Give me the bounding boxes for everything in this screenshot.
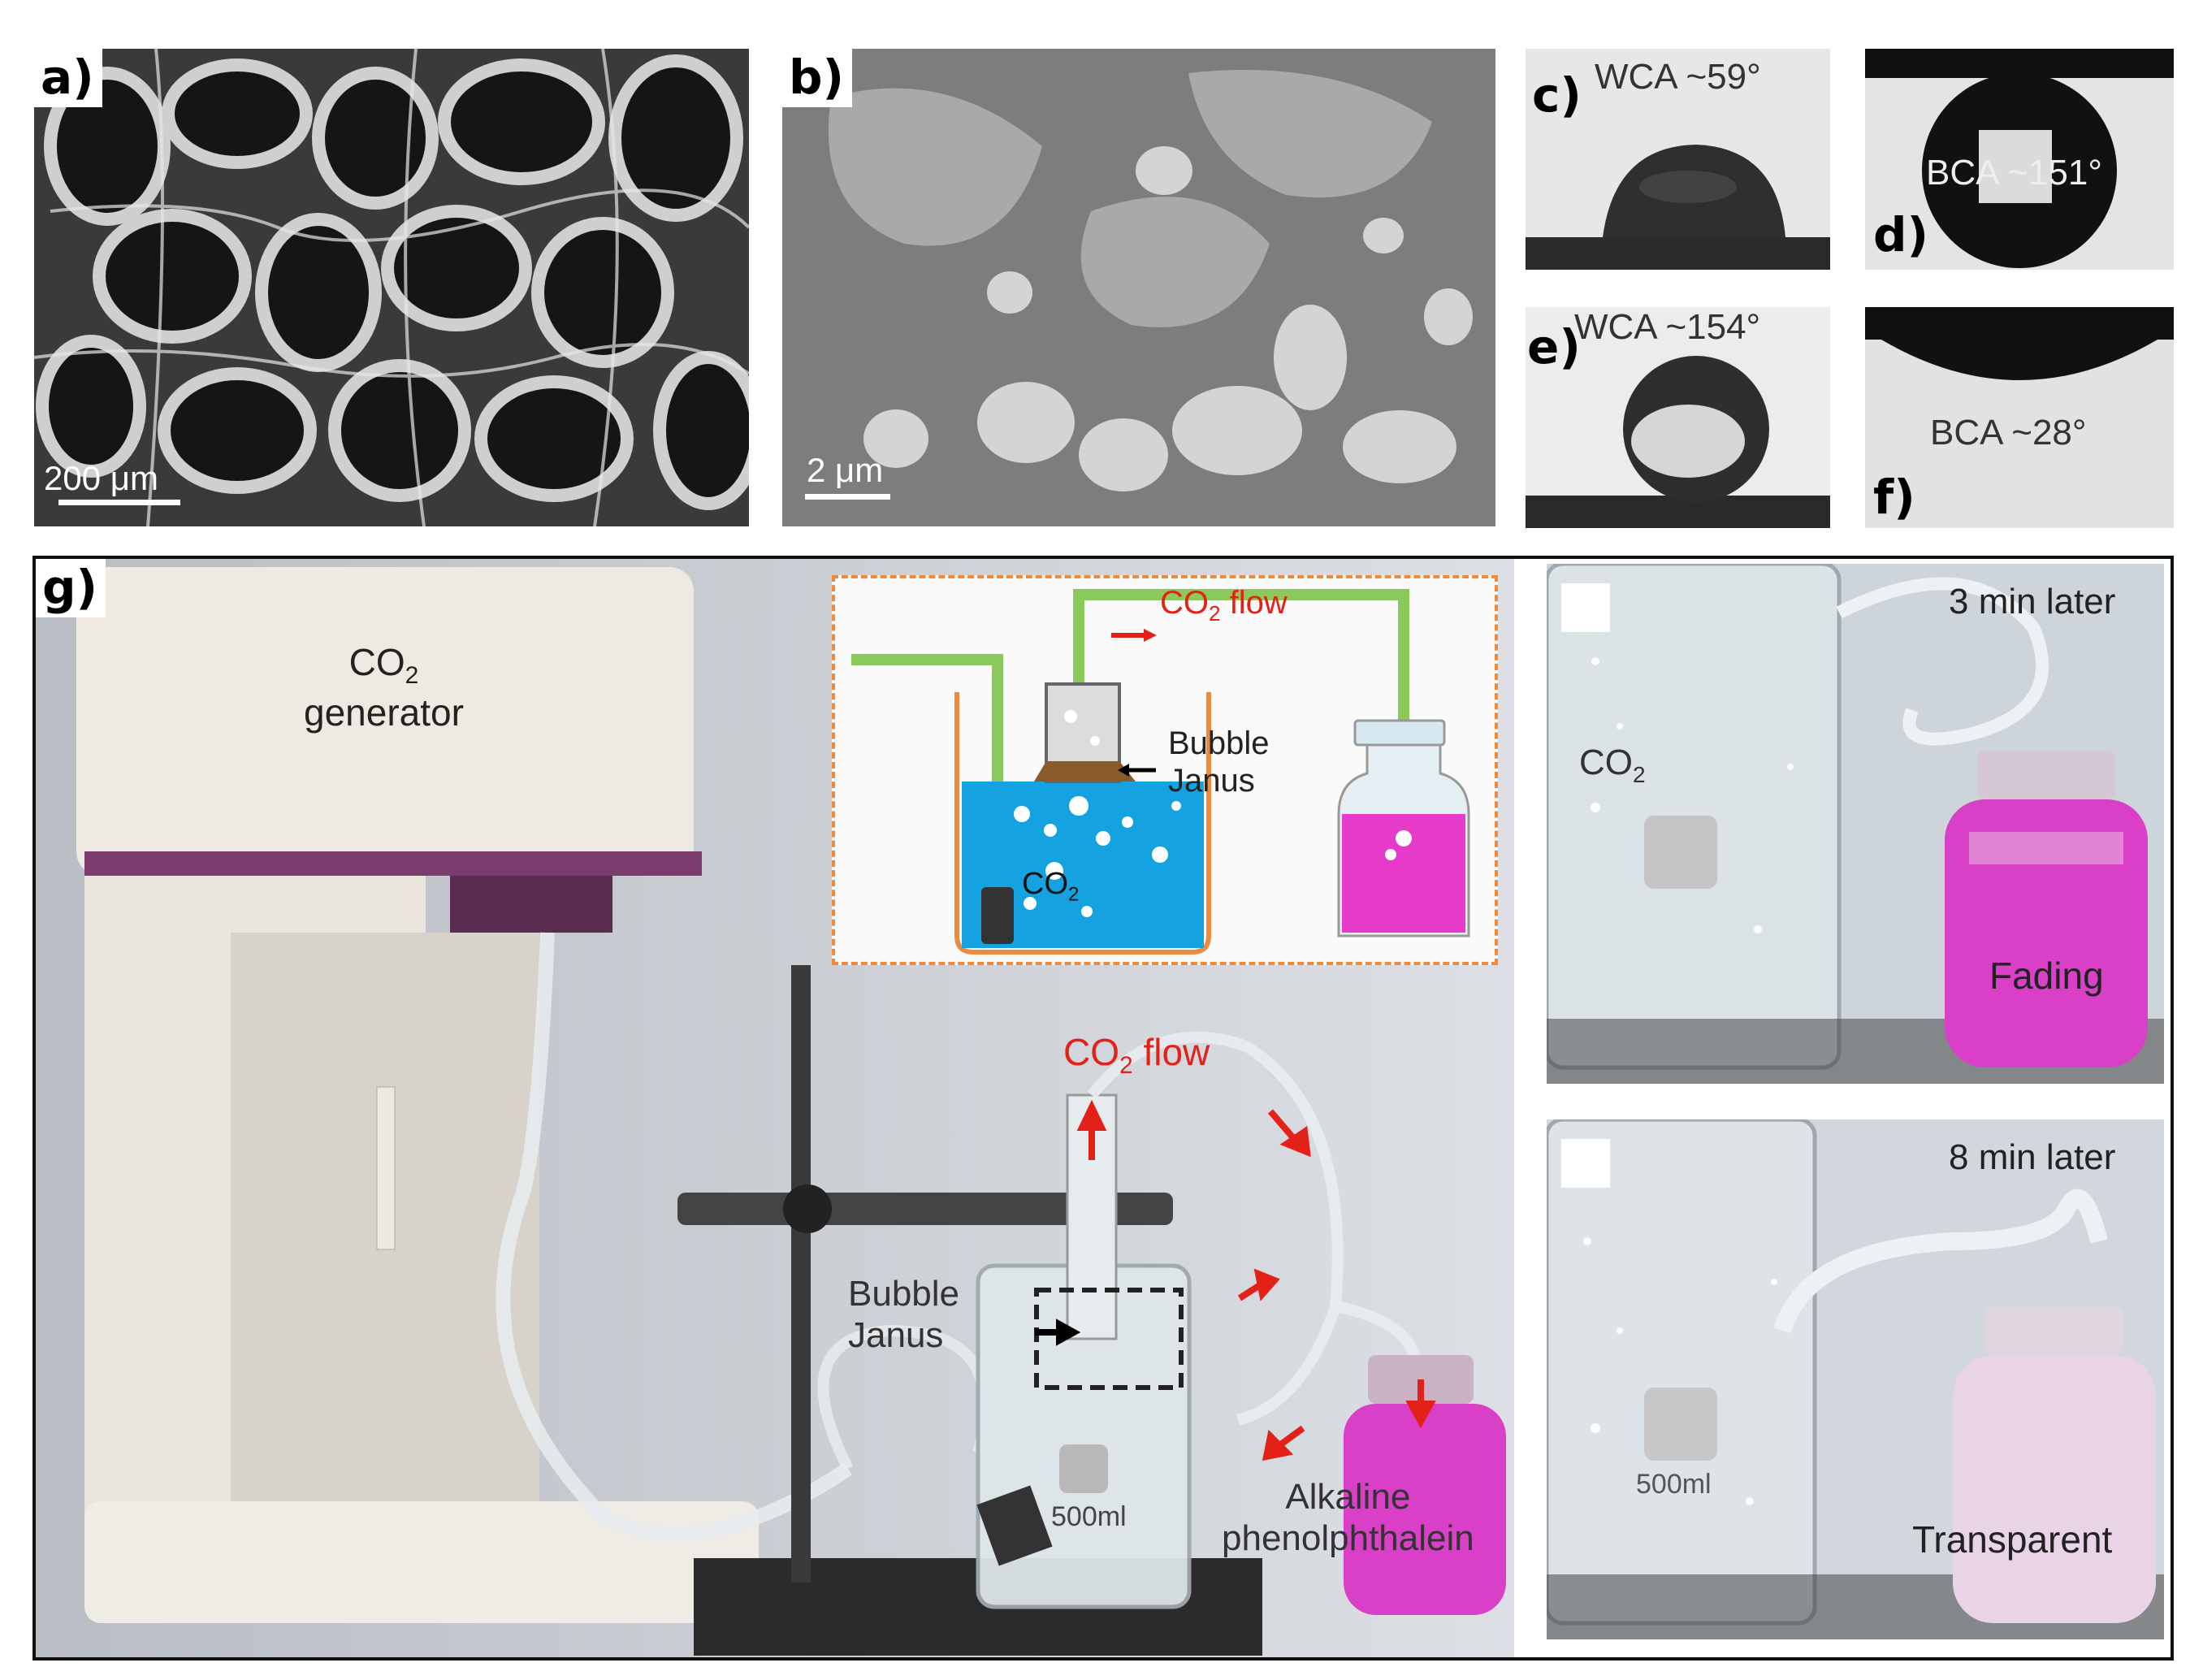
- panel-label-d: d): [1873, 207, 1929, 262]
- flow-label: CO2 flow: [1063, 1030, 1210, 1080]
- alkaline-label: Alkaline phenolphthalein: [1222, 1477, 1474, 1558]
- angle-text-f: BCA ~28°: [1930, 413, 2087, 452]
- panel-c-water-contact: c) WCA ~59°: [1526, 49, 1830, 270]
- bubble-janus-label: Bubble Janus: [848, 1274, 960, 1355]
- panel-f-bubble-contact: BCA ~28° f): [1865, 307, 2174, 528]
- flow-pre: CO: [1063, 1031, 1119, 1073]
- bubble-f-image: [1865, 307, 2174, 380]
- panel-b-sem-particles: b) 2 μm: [782, 49, 1495, 526]
- transparent-photo: [1547, 1119, 2164, 1639]
- panel-label-g: g): [36, 559, 106, 617]
- fading-photo: [1547, 564, 2164, 1084]
- inset-flow-label: CO2 flow: [1160, 585, 1288, 626]
- panel-d-bubble-contact: BCA ~151° d): [1865, 49, 2174, 270]
- time-label-8min: 8 min later: [1949, 1137, 2116, 1177]
- particles-image: [782, 49, 1495, 526]
- inset-co2-label: CO2: [1022, 867, 1079, 907]
- generator-sub-text: 2: [405, 662, 419, 690]
- inset-bubble-janus-label: Bubble Janus: [1168, 725, 1270, 799]
- inset-flow-pre: CO: [1160, 585, 1209, 621]
- scale-bar-a: [58, 500, 180, 505]
- flow-post: flow: [1132, 1031, 1210, 1073]
- experiment-setup-image: [36, 559, 1514, 1657]
- panel-label-f: f): [1873, 470, 1915, 525]
- time-label-3min: 3 min later: [1949, 582, 2116, 621]
- foam-skeleton-image: [34, 49, 749, 526]
- scale-bar-b: [805, 494, 890, 500]
- co2-3min-sub: 2: [1633, 761, 1646, 787]
- inset-co2-sub: 2: [1068, 883, 1080, 906]
- droplet-e-image: [1526, 356, 1830, 528]
- panel-3min-photo: 3 min later CO2 Fading: [1547, 564, 2164, 1084]
- schematic-drawing: [851, 589, 1470, 955]
- inset-co2-pre: CO: [1022, 867, 1068, 901]
- scale-text-b: 2 μm: [807, 451, 884, 489]
- bubble-d-image: [1865, 49, 2174, 268]
- panel-label-b: b): [782, 49, 853, 107]
- fading-label: Fading: [1989, 955, 2104, 997]
- co2-label-3min: CO2: [1579, 743, 1646, 788]
- generator-co-text: CO: [348, 641, 405, 683]
- panel-e-water-contact: WCA ~154° e): [1526, 307, 1830, 528]
- beaker-mark-8min: 500ml: [1636, 1469, 1712, 1500]
- panel-label-a: a): [34, 49, 102, 107]
- panel-a-sem-foam: a) 200 μm: [34, 49, 749, 526]
- angle-text-c: WCA ~59°: [1595, 57, 1761, 97]
- transparent-label: Transparent: [1912, 1518, 2113, 1561]
- scale-text-a: 200 μm: [44, 459, 158, 497]
- beaker-mark: 500ml: [1051, 1501, 1127, 1532]
- panel-8min-photo: 8 min later 500ml Transparent: [1547, 1119, 2164, 1639]
- inset-flow-post: flow: [1220, 585, 1288, 621]
- generator-word: generator: [304, 691, 464, 734]
- angle-text-e: WCA ~154°: [1574, 307, 1761, 347]
- inset-schematic: CO2 flow Bubble Janus CO2: [832, 575, 1498, 965]
- angle-text-d: BCA ~151°: [1926, 153, 2102, 193]
- panel-g-frame: CO2 flow Bubble Janus CO2 g) CO2 generat…: [32, 556, 2174, 1661]
- panel-label-e: e): [1527, 319, 1581, 375]
- co2-3min-pre: CO: [1579, 743, 1633, 782]
- generator-label: CO2 generator: [304, 640, 464, 735]
- inset-flow-sub: 2: [1209, 601, 1221, 626]
- panel-g-photo: CO2 flow Bubble Janus CO2 g) CO2 generat…: [36, 559, 1514, 1657]
- flow-sub: 2: [1119, 1052, 1133, 1080]
- droplet-c-image: [1526, 145, 1830, 270]
- panel-label-c: c): [1532, 67, 1582, 123]
